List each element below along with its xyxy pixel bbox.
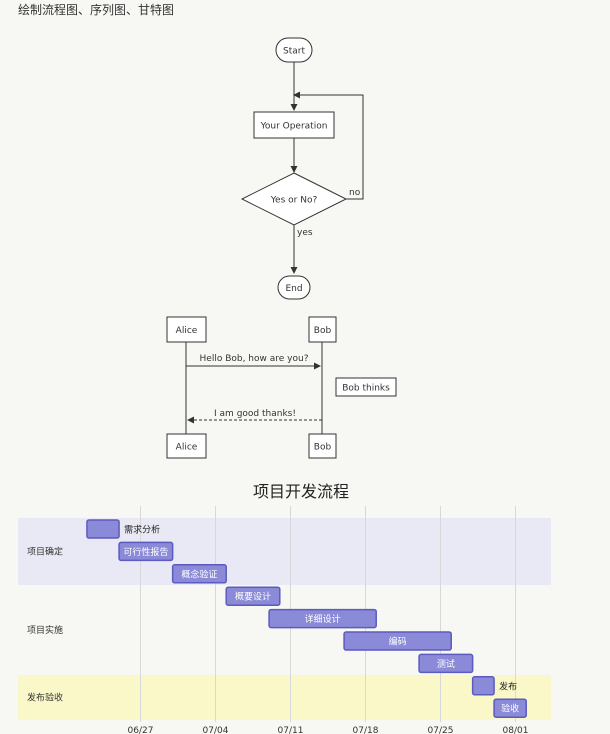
flow-operation-label: Your Operation [260,122,328,132]
gantt-task-bar[interactable] [343,631,452,651]
gantt-task-bar[interactable] [118,541,174,562]
gantt-task-label: 概念验证 [181,568,217,580]
gantt-task-label: 验收 [501,703,519,715]
gantt-task-label: 编码 [389,636,407,648]
actor-bob-bottom[interactable]: Bob [308,433,337,459]
gantt-tick-label: 07/04 [203,726,229,734]
sequence-diagram: Alice Bob Hello Bob, how are you? Bob th… [166,316,397,459]
gantt-title: 项目开发流程 [253,482,349,501]
flow-end-node[interactable]: End [277,275,311,300]
page-heading: 绘制流程图、序列图、甘特图 [18,3,175,17]
actor-alice-bottom-label: Alice [176,443,198,453]
actor-bob-bottom-label: Bob [314,443,332,453]
gantt-task-bar[interactable] [86,519,120,539]
gantt-task-bar[interactable] [493,698,527,718]
message-reply-label: I am good thanks! [214,409,296,419]
gantt-task-bar[interactable] [418,653,474,674]
gantt-tick-label: 06/27 [128,726,154,734]
flow-no-label: no [349,188,361,198]
flow-edge-no-loop [293,91,364,200]
gantt-task-label: 需求分析 [124,524,160,536]
actor-alice-top-label: Alice [176,326,198,336]
gantt-task-bar[interactable] [171,564,227,584]
flow-start-label: Start [283,47,305,57]
flow-operation-node[interactable]: Your Operation [253,111,335,139]
gantt-task-bar[interactable] [225,586,281,606]
message-hello-label: Hello Bob, how are you? [200,354,309,364]
gantt-section-label: 项目确定 [27,546,63,558]
gantt-tick-label: 07/18 [353,726,379,734]
gantt-tick-label: 08/01 [503,726,529,734]
gantt-task-label: 可行性报告 [123,546,168,558]
gantt-tick-label: 07/11 [278,726,304,734]
gantt-task-bar[interactable] [268,608,377,629]
gantt-section-label: 项目实施 [27,624,63,636]
gantt-axis: 06/27 07/04 07/11 07/18 07/25 08/01 [128,726,529,734]
note-bob-thinks[interactable]: Bob thinks [335,377,397,397]
flowchart: Start Your Operation Yes or No? no yes E… [240,37,364,300]
flow-decision-label: Yes or No? [270,196,318,206]
actor-bob-top-label: Bob [314,326,332,336]
note-bob-thinks-label: Bob thinks [342,384,390,394]
gantt-section-label: 发布验收 [27,692,63,704]
gantt-task-label: 发布 [499,680,517,692]
actor-alice-bottom[interactable]: Alice [166,433,207,459]
flow-start-node[interactable]: Start [275,37,313,63]
flow-yes-label: yes [297,228,313,238]
flow-decision-node[interactable]: Yes or No? [240,172,348,226]
gantt-task-bar[interactable] [471,676,495,696]
gantt-task-label: 测试 [437,658,455,670]
gantt-section-band [18,675,551,720]
actor-bob-top[interactable]: Bob [308,316,337,343]
gantt-task-label: 概要设计 [235,591,271,603]
flow-end-label: End [285,284,302,294]
gantt-task-label: 详细设计 [305,613,341,625]
gantt-tick-label: 07/25 [428,726,454,734]
actor-alice-top[interactable]: Alice [166,316,207,343]
